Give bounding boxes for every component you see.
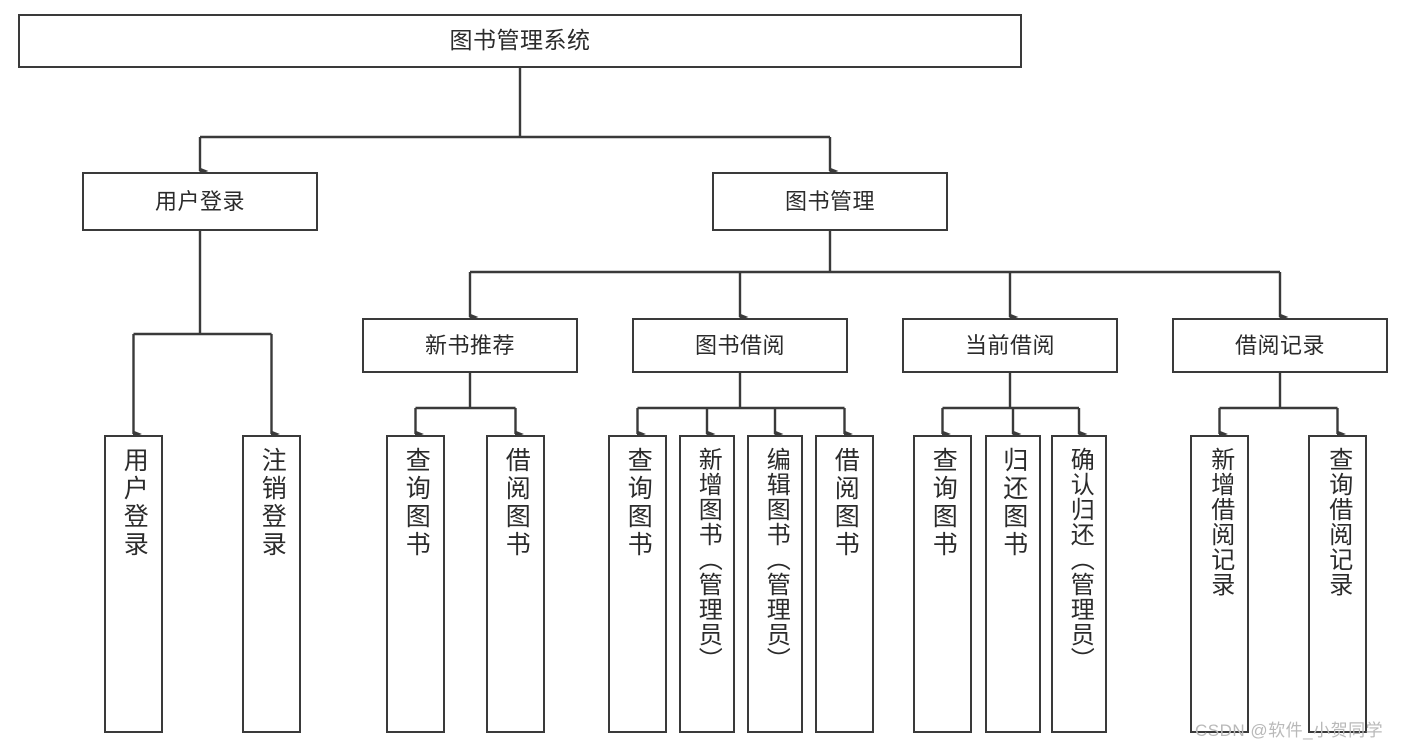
node-label: 借阅图书: [502, 447, 531, 559]
node-label: 借阅图书: [831, 447, 860, 559]
node-l13[interactable]: 查询借阅记录: [1308, 435, 1367, 733]
node-label: 归还图书: [999, 447, 1028, 559]
node-label: 新增图书（管理员）: [694, 447, 722, 672]
node-label: 用户登录: [120, 447, 149, 559]
node-borrow[interactable]: 图书借阅: [632, 318, 848, 373]
node-label: 新书推荐: [424, 332, 515, 358]
node-label: 图书管理系统: [449, 27, 591, 54]
node-bookmgmt[interactable]: 图书管理: [712, 172, 948, 231]
node-label: 查询图书: [929, 447, 958, 559]
node-l12[interactable]: 新增借阅记录: [1190, 435, 1249, 733]
node-label: 用户登录: [154, 188, 245, 214]
node-current[interactable]: 当前借阅: [902, 318, 1118, 373]
node-label: 编辑图书（管理员）: [762, 447, 790, 672]
node-newbooks[interactable]: 新书推荐: [362, 318, 578, 373]
node-label: 注销登录: [258, 447, 287, 559]
node-root[interactable]: 图书管理系统: [18, 14, 1022, 68]
node-label: 确认归还（管理员）: [1066, 447, 1094, 672]
node-label: 查询图书: [624, 447, 653, 559]
node-label: 图书借阅: [694, 332, 785, 358]
node-l2[interactable]: 注销登录: [242, 435, 301, 733]
node-l4[interactable]: 借阅图书: [486, 435, 545, 733]
node-label: 借阅记录: [1234, 332, 1325, 358]
node-label: 图书管理: [784, 188, 875, 214]
node-l9[interactable]: 查询图书: [913, 435, 972, 733]
node-login[interactable]: 用户登录: [82, 172, 318, 231]
node-l7[interactable]: 编辑图书（管理员）: [747, 435, 803, 733]
node-label: 查询图书: [402, 447, 431, 559]
node-records[interactable]: 借阅记录: [1172, 318, 1388, 373]
node-l3[interactable]: 查询图书: [386, 435, 445, 733]
node-l1[interactable]: 用户登录: [104, 435, 163, 733]
node-l10[interactable]: 归还图书: [985, 435, 1041, 733]
node-label: 查询借阅记录: [1324, 447, 1352, 597]
watermark: CSDN @软件_小贺同学: [1195, 721, 1384, 740]
node-l6[interactable]: 新增图书（管理员）: [679, 435, 735, 733]
node-label: 新增借阅记录: [1206, 447, 1234, 597]
node-label: 当前借阅: [964, 332, 1055, 358]
node-l11[interactable]: 确认归还（管理员）: [1051, 435, 1107, 733]
node-l8[interactable]: 借阅图书: [815, 435, 874, 733]
node-l5[interactable]: 查询图书: [608, 435, 667, 733]
